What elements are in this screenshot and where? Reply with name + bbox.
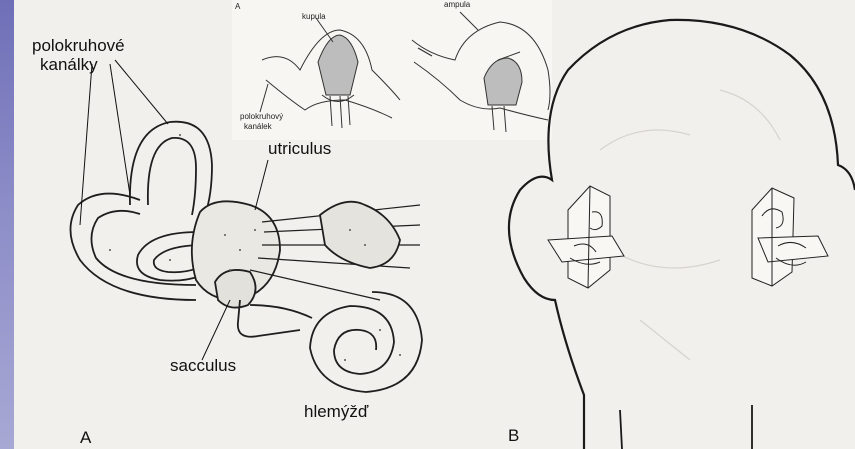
label-cochlea: hlemýžď bbox=[304, 402, 368, 422]
inset-label-ampula: ampula bbox=[444, 0, 470, 9]
left-ear-canal-planes bbox=[548, 186, 624, 288]
label-semicircular-canals-line2: kanálky bbox=[40, 55, 98, 75]
label-utriculus: utriculus bbox=[268, 139, 331, 159]
panel-label-b: B bbox=[508, 426, 519, 446]
label-semicircular-canals-line1: polokruhové bbox=[32, 36, 125, 56]
labyrinth-drawing bbox=[70, 122, 422, 392]
head-outline bbox=[509, 20, 855, 449]
panel-label-a: A bbox=[80, 428, 91, 448]
inset-label-kupula: kupula bbox=[302, 12, 326, 21]
inset-label-canal-line1: polokruhový bbox=[240, 112, 283, 121]
illustration-canvas bbox=[14, 0, 855, 449]
inner-ear-figure: polokruhové kanálky utriculus sacculus h… bbox=[14, 0, 855, 449]
sidebar-accent bbox=[0, 0, 14, 449]
label-sacculus: sacculus bbox=[170, 356, 236, 376]
right-ear-canal-planes bbox=[752, 188, 828, 286]
inset-label-canal-line2: kanálek bbox=[244, 122, 272, 131]
inset-panel-label: A bbox=[235, 2, 240, 11]
